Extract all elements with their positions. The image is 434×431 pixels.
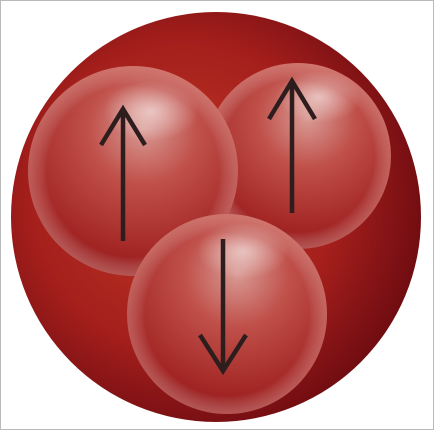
bottom-sphere (127, 214, 327, 414)
